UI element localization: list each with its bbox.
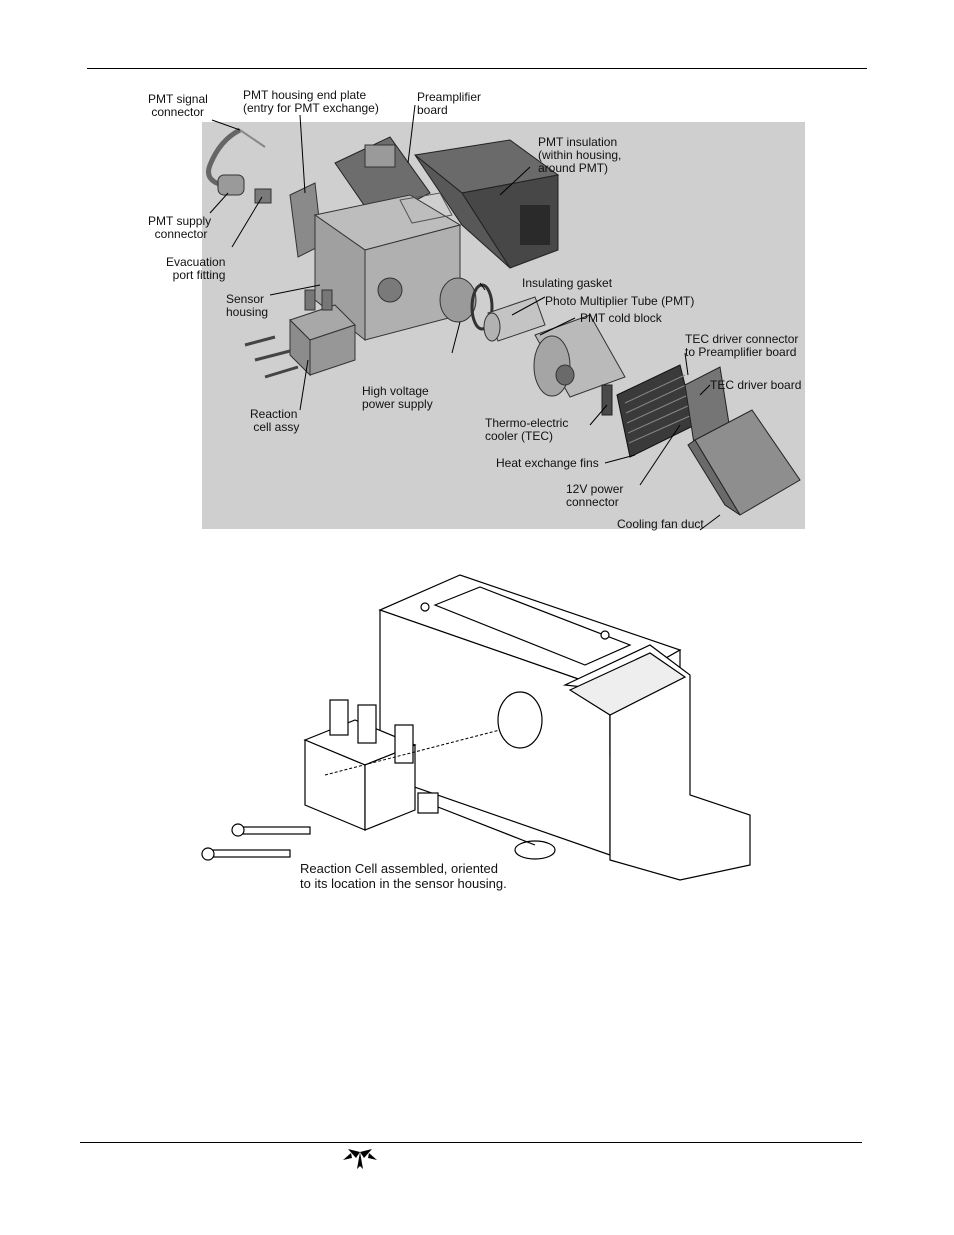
label-pmt-housing-end-plate: PMT housing end plate (entry for PMT exc…	[243, 88, 379, 115]
label-pmt-cold-block: PMT cold block	[580, 311, 662, 325]
label-evacuation-port-fitting: Evacuation port fitting	[166, 255, 226, 282]
fitting	[357, 704, 377, 744]
label-sensor-housing: Sensor housing	[226, 292, 269, 319]
label-cooling-fan-duct: Cooling fan duct	[617, 517, 704, 531]
screw	[209, 849, 291, 858]
fitting	[417, 792, 439, 814]
heat-exchange-fins	[568, 652, 687, 716]
fitting	[394, 724, 414, 764]
assembled-reaction-cell-figure: Reaction Cell assembled, oriented to its…	[190, 565, 810, 900]
header-rule	[87, 68, 867, 69]
label-insulating-gasket: Insulating gasket	[522, 276, 613, 290]
label-preamplifier-board: Preamplifier board	[417, 90, 482, 117]
exploded-view-figure: PMT signal connector PMT housing end pla…	[140, 85, 810, 535]
label-pmt-supply-connector: PMT supply connector	[148, 214, 212, 241]
housing-port	[497, 691, 543, 749]
footer-rule	[80, 1142, 862, 1143]
screw	[254, 349, 291, 362]
leader-lines	[209, 104, 721, 531]
mounting-foot	[514, 840, 556, 860]
exploded-view-drawing	[202, 104, 805, 531]
figure2-caption: Reaction Cell assembled, oriented to its…	[300, 861, 507, 891]
assembled-reaction-cell-drawing	[201, 574, 751, 881]
pmt-supply-connector	[217, 174, 245, 196]
high-voltage-power-supply	[439, 277, 477, 323]
label-12v-power-connector: 12V power connector	[566, 482, 624, 509]
label-high-voltage-power-supply: High voltage power supply	[362, 384, 433, 411]
screw	[239, 826, 311, 835]
label-heat-exchange-fins: Heat exchange fins	[496, 456, 599, 470]
label-tec-driver-board: TEC driver board	[710, 378, 802, 392]
label-photo-multiplier-tube: Photo Multiplier Tube (PMT)	[545, 294, 695, 308]
label-reaction-cell-assy: Reaction cell assy	[250, 407, 300, 434]
label-pmt-insulation: PMT insulation (within housing, around P…	[538, 135, 622, 175]
screw	[264, 365, 299, 379]
label-pmt-signal-connector: PMT signal connector	[148, 92, 208, 119]
pmt-signal-cable	[206, 127, 242, 188]
thermo-electric-cooler	[601, 384, 613, 416]
screw	[244, 335, 276, 347]
teledyne-logo	[342, 1148, 378, 1170]
label-tec-driver-connector: TEC driver connector to Preamplifier boa…	[685, 332, 799, 359]
fitting	[329, 699, 349, 736]
label-thermo-electric-cooler: Thermo-electric cooler (TEC)	[485, 416, 569, 443]
evacuation-port-fitting	[254, 188, 272, 204]
